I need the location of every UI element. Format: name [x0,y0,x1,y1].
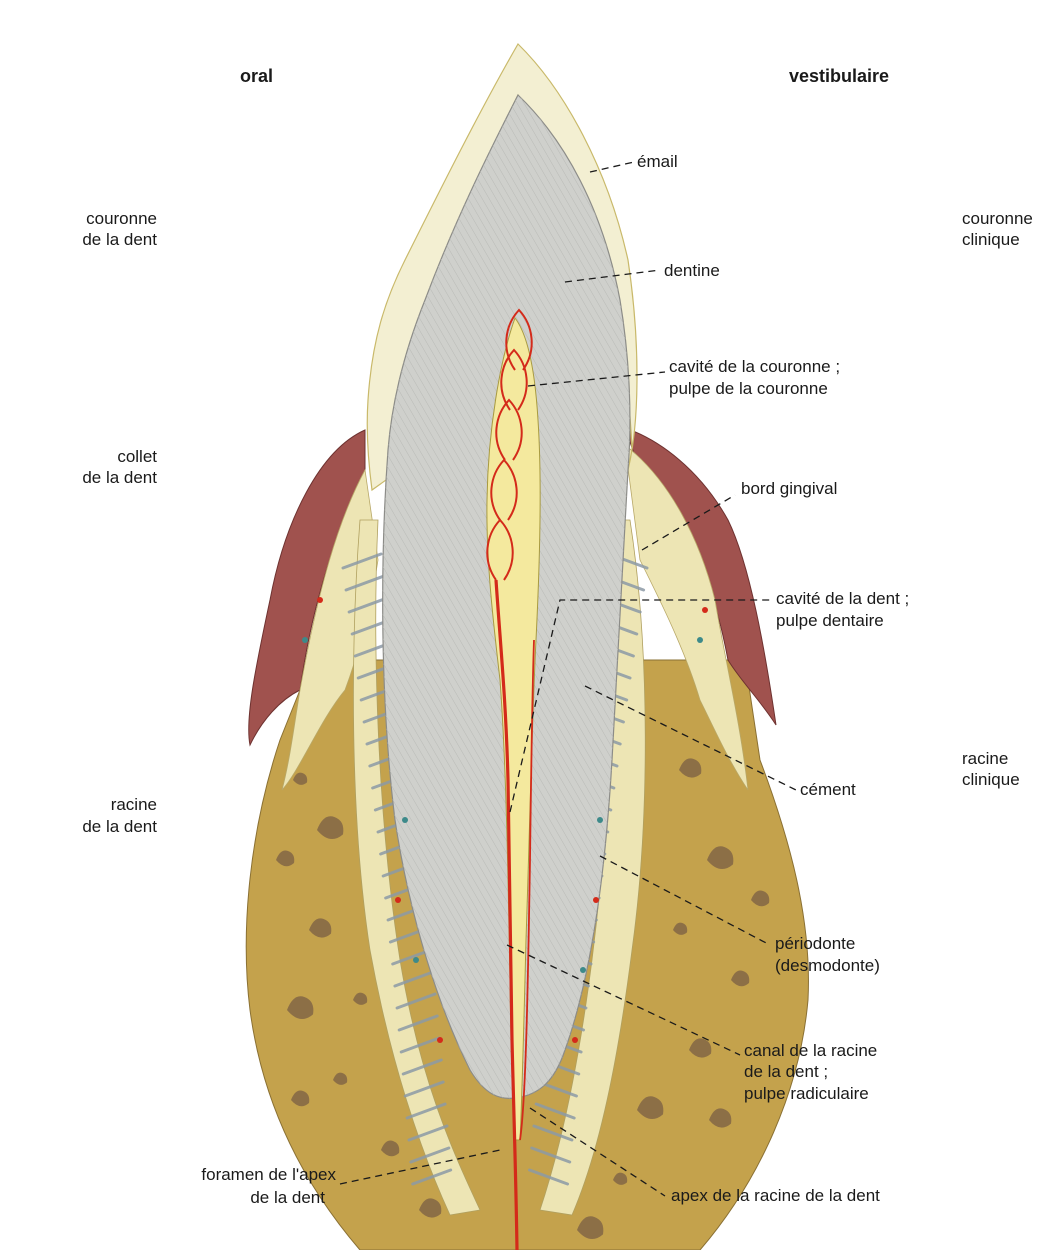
ligament-spot [702,607,708,613]
tooth-illustration [246,44,808,1250]
label-cavite-dent-l1: cavité de la dent ; [776,589,909,608]
label-dentine: dentine [664,261,720,280]
label-couronne-dent-l2: de la dent [82,230,157,249]
label-racine-clinique-l2: clinique [962,770,1020,789]
label-racine-clinique-l1: racine [962,749,1008,768]
label-periodonte-l2: (desmodonte) [775,956,880,975]
label-canal-racine-l2: de la dent ; [744,1062,828,1081]
ligament-spot [317,597,323,603]
ligament-spot [597,817,603,823]
label-email: émail [637,152,678,171]
label-canal-racine-l3: pulpe radiculaire [744,1084,869,1103]
label-cement: cément [800,780,856,799]
label-couronne-clinique-l2: clinique [962,230,1020,249]
label-collet-dent-l2: de la dent [82,468,157,487]
label-collet-dent-l1: collet [117,447,157,466]
header-oral: oral [240,66,273,86]
label-canal-racine-l1: canal de la racine [744,1041,877,1060]
label-apex: apex de la racine de la dent [671,1186,880,1205]
label-bord-gingival: bord gingival [741,479,837,498]
ligament-spot [580,967,586,973]
label-couronne-clinique-l1: couronne [962,209,1033,228]
ligament-spot [697,637,703,643]
label-cavite-couronne-l2: pulpe de la couronne [669,379,828,398]
label-racine-dent-l2: de la dent [82,817,157,836]
label-racine-dent-l1: racine [111,795,157,814]
ligament-spot [302,637,308,643]
label-foramen-l2: de la dent [250,1188,325,1207]
header-vestibulaire: vestibulaire [789,66,889,86]
label-couronne-dent-l1: couronne [86,209,157,228]
ligament-spot [395,897,401,903]
label-cavite-couronne-l1: cavité de la couronne ; [669,357,840,376]
label-foramen-l1: foramen de l'apex [201,1165,336,1184]
ligament-spot [402,817,408,823]
ligament-spot [593,897,599,903]
label-cavite-dent-l2: pulpe dentaire [776,611,884,630]
ligament-spot [413,957,419,963]
ligament-spot [572,1037,578,1043]
ligament-spot [437,1037,443,1043]
label-periodonte-l1: périodonte [775,934,855,953]
